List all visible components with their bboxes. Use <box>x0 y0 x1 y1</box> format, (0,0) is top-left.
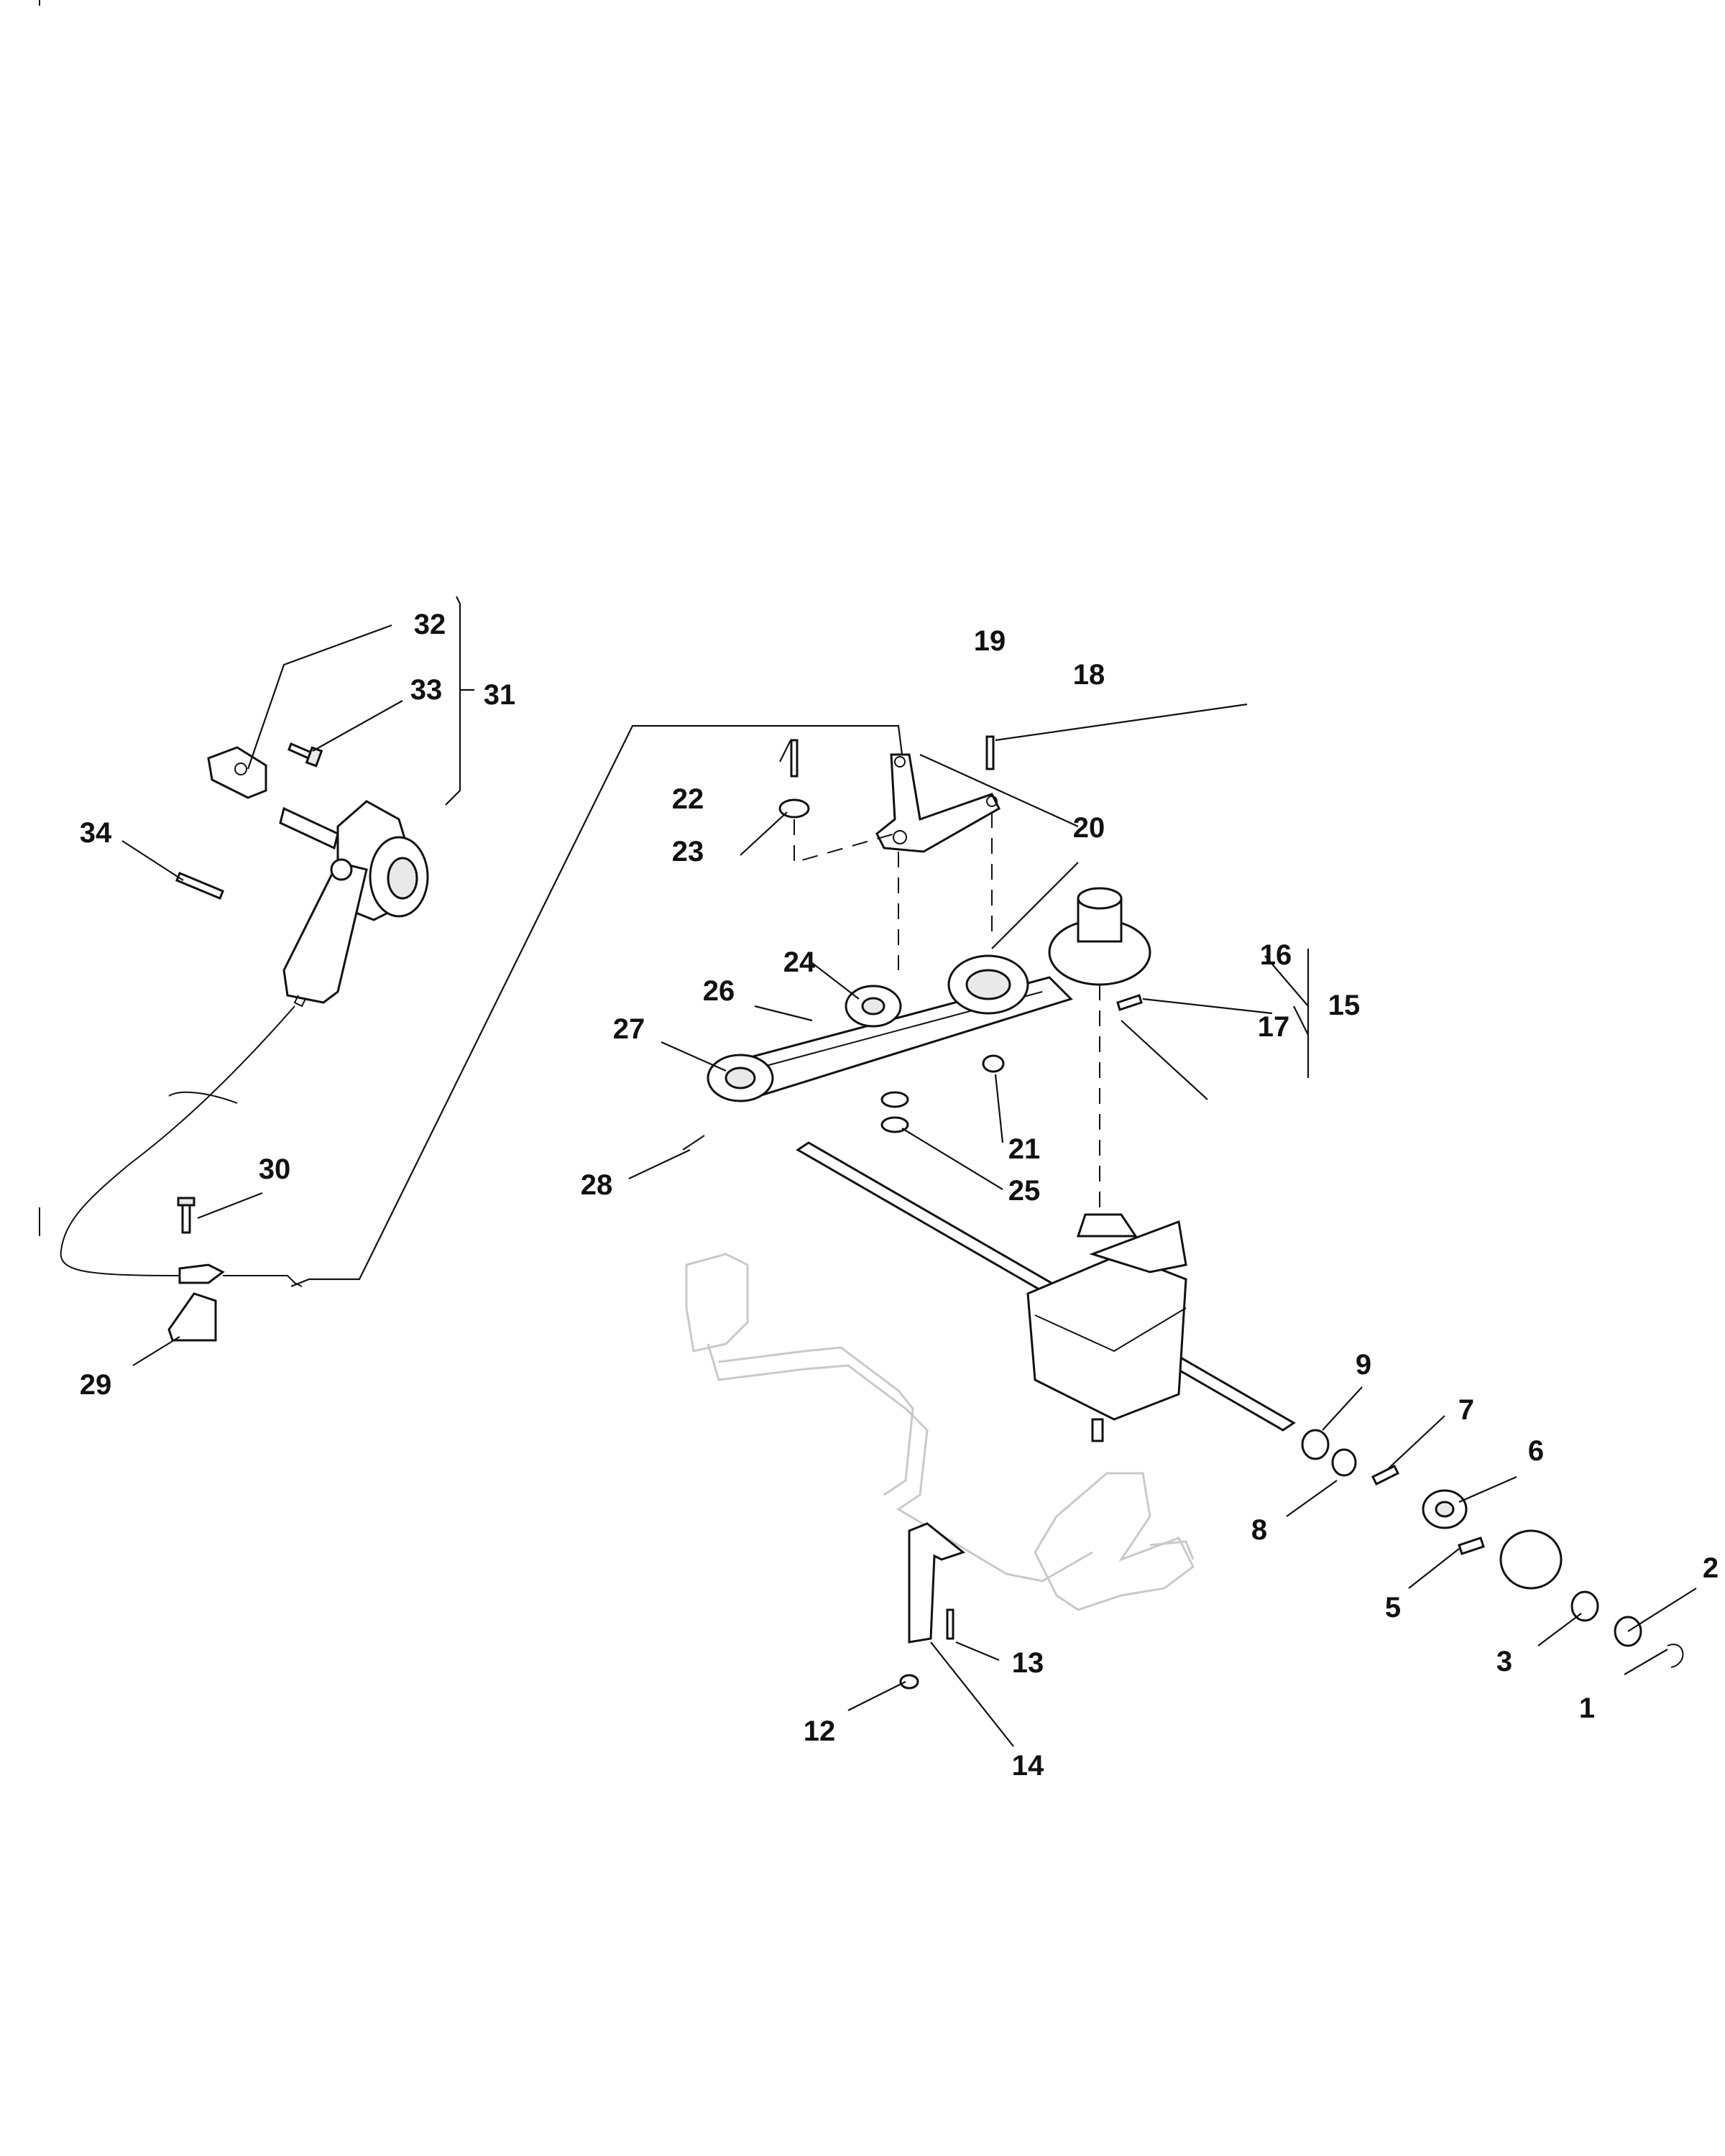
idler-pulley-large <box>947 954 1029 1015</box>
callout-23: 23 <box>672 836 704 867</box>
callout-16: 16 <box>1260 939 1292 971</box>
lever-clip <box>207 746 267 799</box>
callout-5: 5 <box>1385 1592 1401 1623</box>
callout-22: 22 <box>672 783 704 815</box>
callout-21: 21 <box>1008 1133 1041 1165</box>
callout-9: 9 <box>1356 1349 1371 1381</box>
gearbox <box>1026 1213 1187 1442</box>
callout-6: 6 <box>1528 1435 1544 1467</box>
idler-pulley-small <box>845 985 902 1028</box>
callout-2: 2 <box>1703 1552 1719 1584</box>
engine-pulley <box>707 1054 774 1102</box>
callout-34: 34 <box>80 817 112 849</box>
callout-12: 12 <box>804 1715 836 1747</box>
callout-8: 8 <box>1251 1514 1267 1546</box>
callout-18: 18 <box>1073 659 1105 691</box>
callout-14: 14 <box>1012 1750 1044 1782</box>
callout-15: 15 <box>1328 990 1361 1021</box>
callout-labels: 1 2 3 5 6 7 8 9 12 13 14 15 16 17 18 19 … <box>80 609 1719 1782</box>
cable-bracket <box>167 1292 217 1342</box>
lever-pin <box>175 872 224 900</box>
callout-17: 17 <box>1258 1011 1290 1043</box>
callout-32: 32 <box>414 609 446 640</box>
callout-1: 1 <box>1579 1692 1595 1724</box>
chassis-ghost <box>685 1253 1195 1611</box>
gearbox-bracket <box>899 1522 966 1690</box>
callout-28: 28 <box>581 1169 613 1201</box>
callout-29: 29 <box>80 1369 112 1401</box>
callout-20: 20 <box>1073 812 1105 844</box>
callout-3: 3 <box>1496 1646 1512 1677</box>
leader-lines <box>121 596 1697 1747</box>
pulley-arm <box>875 753 1000 853</box>
cable-screw <box>177 1197 196 1234</box>
callout-26: 26 <box>703 975 735 1007</box>
alignment-lines <box>794 812 1100 1215</box>
drive-control-lever <box>279 800 429 1008</box>
callout-31: 31 <box>484 679 516 711</box>
drive-cable <box>60 1005 303 1287</box>
callout-25: 25 <box>1008 1175 1041 1207</box>
axle-parts <box>1301 1429 1684 1668</box>
callout-13: 13 <box>1012 1647 1044 1679</box>
callout-30: 30 <box>259 1153 291 1185</box>
callout-33: 33 <box>410 674 443 706</box>
callout-7: 7 <box>1458 1394 1474 1426</box>
callout-19: 19 <box>974 625 1006 657</box>
main-pulley <box>1048 887 1151 986</box>
callout-24: 24 <box>783 946 816 978</box>
callout-27: 27 <box>613 1013 645 1045</box>
lever-screw <box>288 742 323 768</box>
